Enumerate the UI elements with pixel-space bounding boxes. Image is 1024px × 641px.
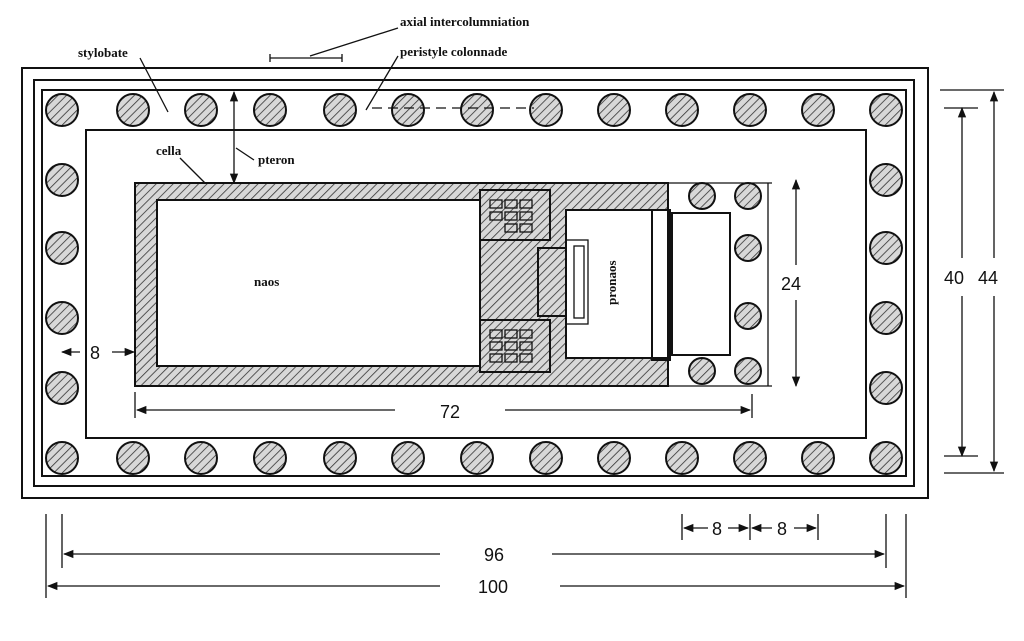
peristyle-column-bottom-1 — [45, 441, 79, 475]
leader-intercolumniation — [309, 27, 399, 57]
peristyle-column-left-3 — [45, 301, 79, 335]
peristyle-column-top-5 — [323, 93, 357, 127]
porch-front — [651, 209, 671, 361]
peristyle-column-top-4 — [253, 93, 287, 127]
peristyle-column-left-4 — [45, 371, 79, 405]
pronaos-column-bottom-1 — [688, 357, 716, 385]
peristyle-column-top-2 — [116, 93, 150, 127]
dim-inner-width: 40 — [944, 268, 964, 288]
peristyle-column-bottom-2 — [116, 441, 150, 475]
peristyle-column-top-13 — [869, 93, 903, 127]
peristyle-column-bottom-9 — [597, 441, 631, 475]
dim-cella-width: 24 — [781, 274, 801, 294]
peristyle-column-bottom-6 — [391, 441, 425, 475]
label-cella: cella — [156, 143, 182, 158]
dim-outer-length: 100 — [478, 577, 508, 597]
peristyle-column-top-9 — [597, 93, 631, 127]
peristyle-column-right-3 — [869, 301, 903, 335]
label-pteron: pteron — [258, 152, 295, 167]
peristyle-columns — [45, 93, 903, 475]
label-stylobate: stylobate — [78, 45, 128, 60]
pronaos-columns — [688, 182, 762, 385]
pronaos-step-inner — [573, 245, 585, 319]
dim-inner-length: 96 — [484, 545, 504, 565]
peristyle-column-left-1 — [45, 163, 79, 197]
peristyle-column-top-12 — [801, 93, 835, 127]
dim-cella-length: 72 — [440, 402, 460, 422]
peristyle-column-bottom-8 — [529, 441, 563, 475]
peristyle-column-bottom-7 — [460, 441, 494, 475]
peristyle-column-top-8 — [529, 93, 563, 127]
peristyle-column-bottom-13 — [869, 441, 903, 475]
peristyle-column-top-7 — [460, 93, 494, 127]
peristyle-column-bottom-12 — [801, 441, 835, 475]
leader-stylobate — [139, 57, 169, 113]
leader-cella — [179, 157, 206, 184]
peristyle-column-top-11 — [733, 93, 767, 127]
label-naos: naos — [254, 274, 279, 289]
stylobate-middle-edge — [33, 79, 915, 487]
pronaos-step-outer — [565, 239, 589, 325]
pronaos-column-top-2 — [734, 182, 762, 210]
pronaos-column-side-2 — [734, 302, 762, 330]
stylobate-inner-edge — [41, 89, 907, 477]
peristyle-column-right-4 — [869, 371, 903, 405]
peristyle-column-top-3 — [184, 93, 218, 127]
leader-peristyle — [365, 55, 399, 111]
pronaos-column-side-1 — [734, 234, 762, 262]
pronaos-column-bottom-2 — [734, 357, 762, 385]
peristyle-column-bottom-11 — [733, 441, 767, 475]
label-pronaos: pronaos — [604, 260, 619, 305]
leader-pteron — [235, 147, 255, 161]
peristyle-column-top-6 — [391, 93, 425, 127]
peristyle-column-right-2 — [869, 231, 903, 265]
peristyle-column-bottom-10 — [665, 441, 699, 475]
peristyle-column-top-1 — [45, 93, 79, 127]
dim-col-spacing-b: 8 — [777, 519, 787, 539]
peristyle-column-bottom-3 — [184, 441, 218, 475]
porch-altar — [671, 212, 731, 356]
peristyle-column-bottom-4 — [253, 441, 287, 475]
naos-chamber — [156, 199, 481, 367]
dim-outer-width: 44 — [978, 268, 998, 288]
door-jamb-lower — [479, 319, 551, 373]
pteron-boundary — [85, 129, 867, 439]
label-peristyle-colonnade: peristyle colonnade — [400, 44, 507, 59]
peristyle-column-top-10 — [665, 93, 699, 127]
stylobate-outer-edge — [21, 67, 929, 499]
dim-cella-offset: 8 — [90, 343, 100, 363]
label-axial-intercolumniation: axial intercolumniation — [400, 14, 530, 29]
pronaos-column-top-1 — [688, 182, 716, 210]
door-jamb-upper — [479, 189, 551, 241]
peristyle-column-left-2 — [45, 231, 79, 265]
peristyle-column-right-1 — [869, 163, 903, 197]
dim-col-spacing-a: 8 — [712, 519, 722, 539]
peristyle-column-bottom-5 — [323, 441, 357, 475]
